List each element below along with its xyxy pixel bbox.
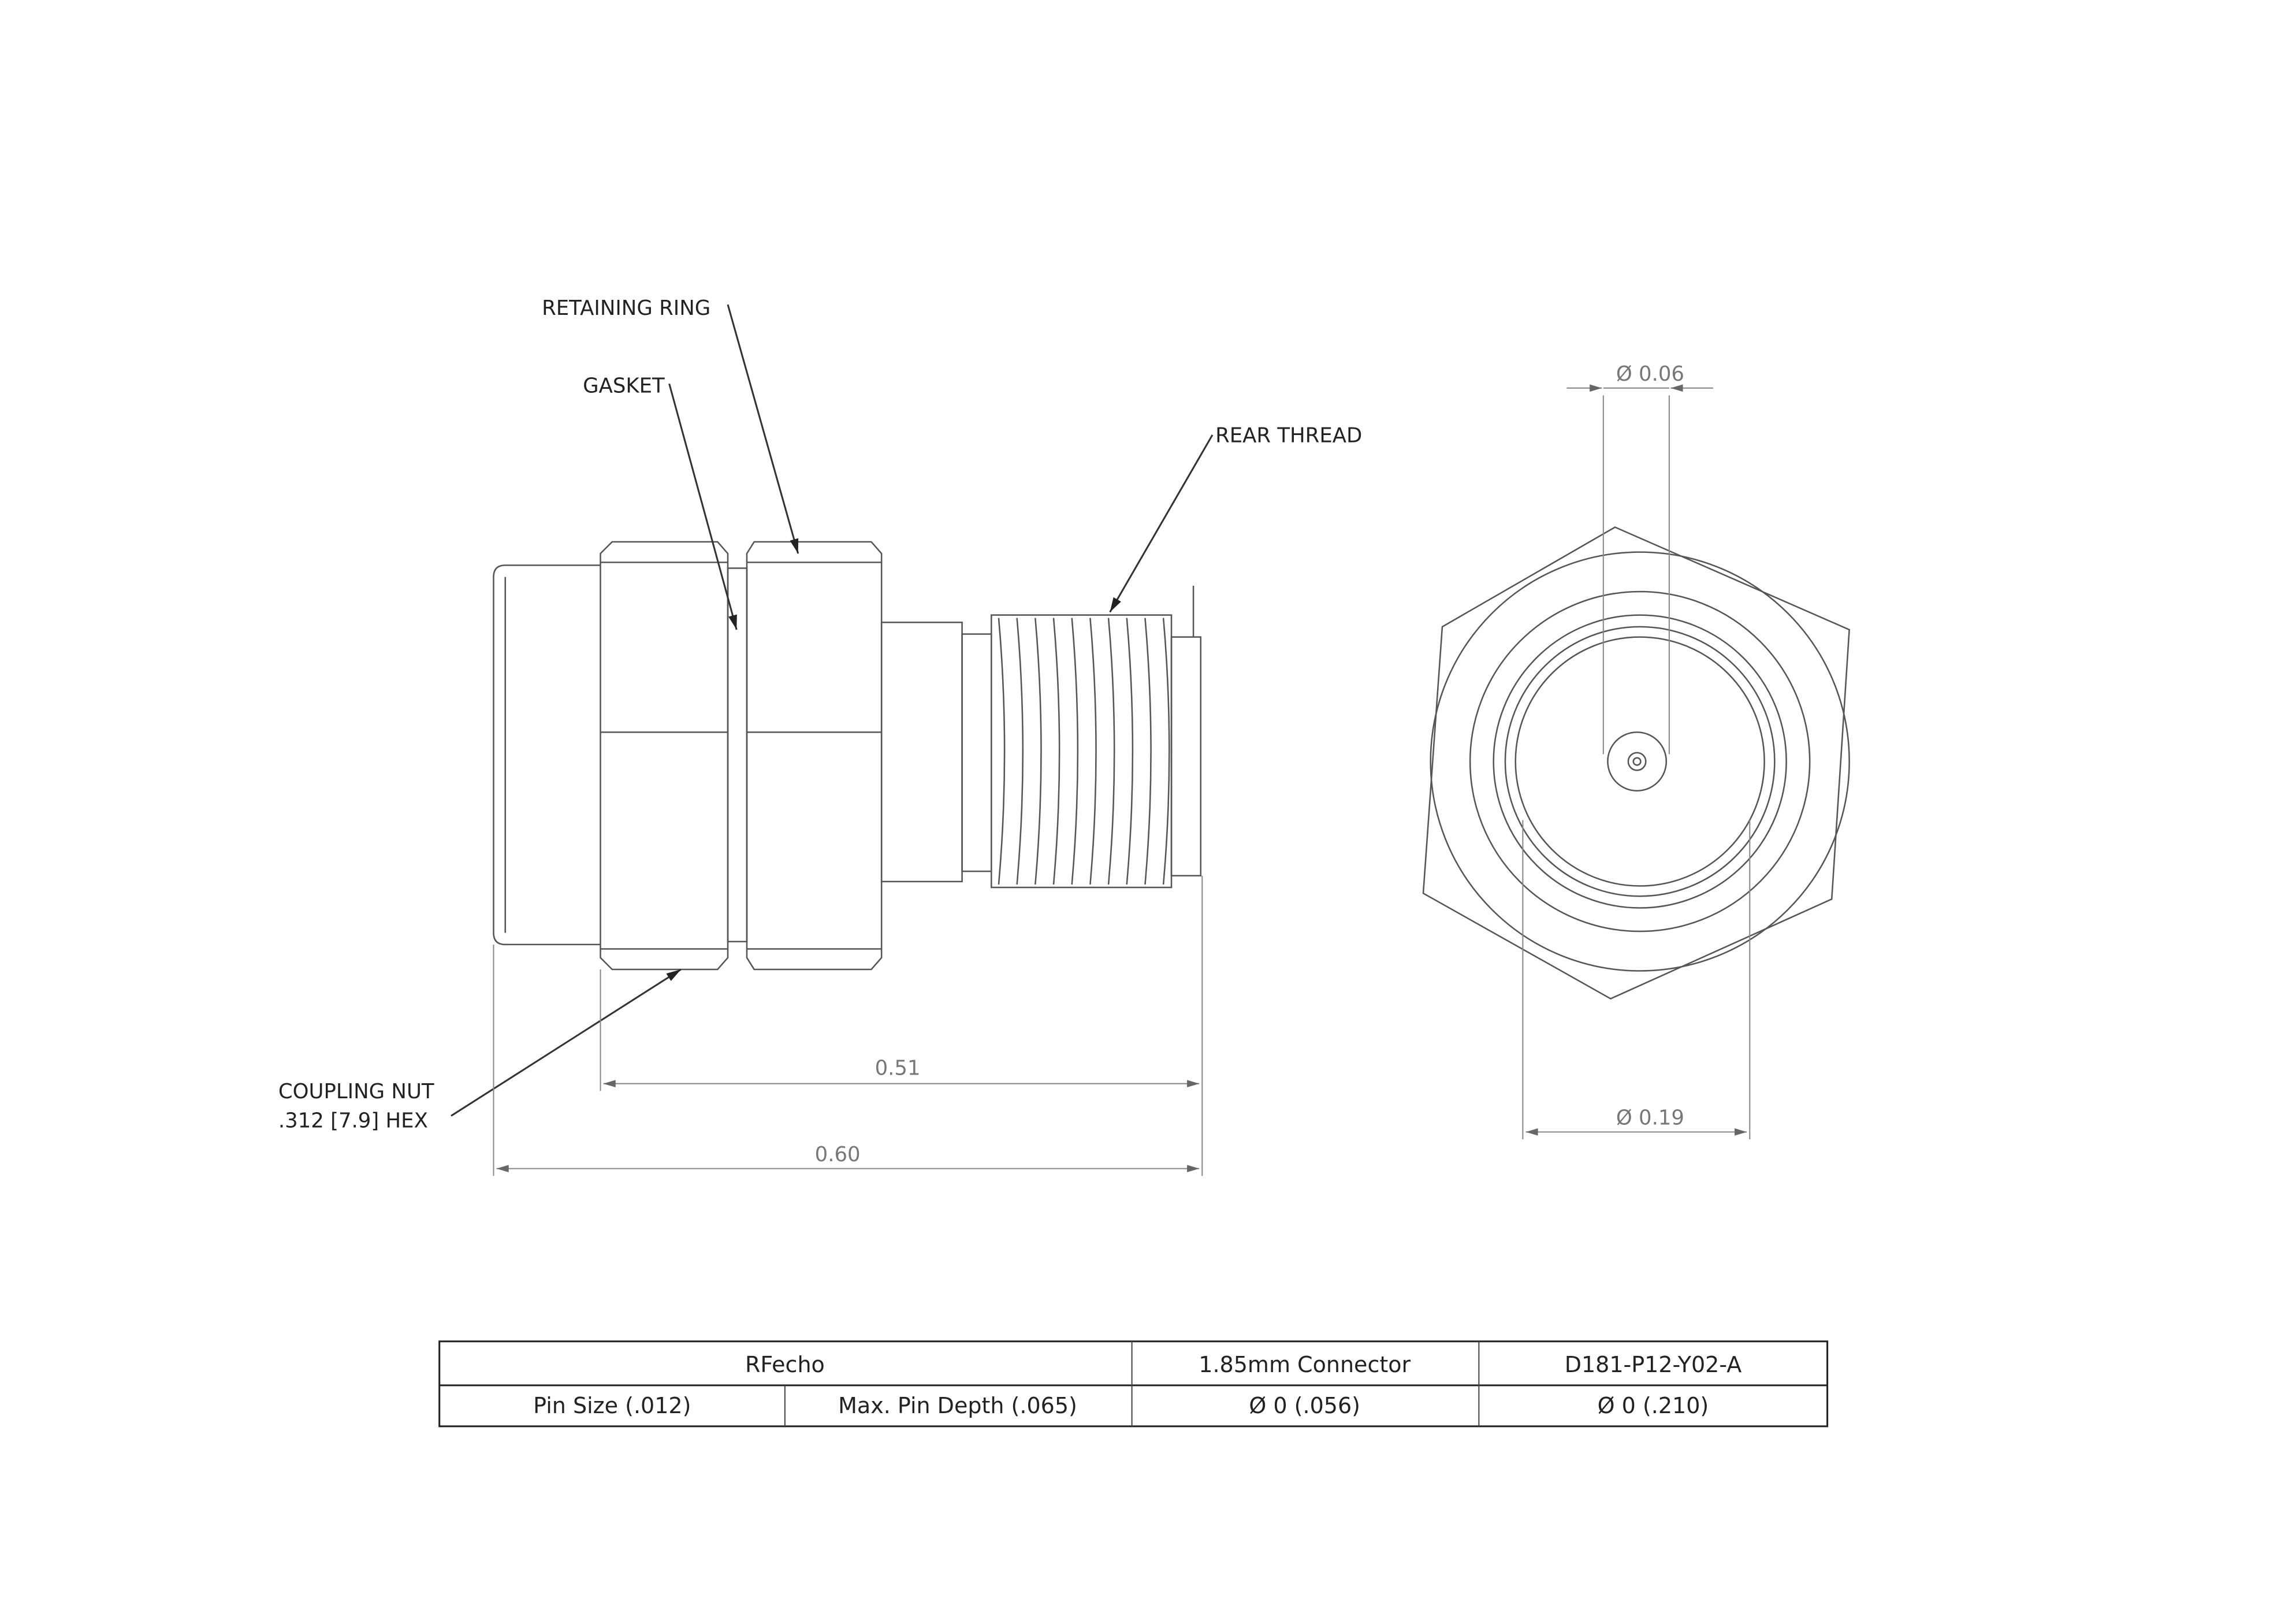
- thread-crest: [1144, 618, 1152, 885]
- label-coupling-nut-hex: .312 [7.9] HEX: [278, 1109, 428, 1133]
- gasket: [727, 567, 748, 943]
- diameter-1: Ø 0 (.056): [1249, 1393, 1360, 1418]
- rear-thread: [991, 614, 1173, 889]
- side-view: [493, 541, 1202, 971]
- thread-crest: [1162, 618, 1170, 885]
- thread-crest: [1089, 618, 1097, 885]
- rear-end: [1170, 585, 1202, 877]
- label-coupling-nut: COUPLING NUT: [278, 1080, 434, 1103]
- dim-0-60: 0.60: [815, 1143, 861, 1166]
- description: 1.85mm Connector: [1199, 1352, 1411, 1377]
- max-pin-depth: Max. Pin Depth (.065): [838, 1393, 1077, 1418]
- diameter-2: Ø 0 (.210): [1598, 1393, 1709, 1418]
- pin-size: Pin Size (.012): [533, 1393, 691, 1418]
- dim-pin-diameter: Ø 0.06: [1616, 362, 1684, 386]
- part-number: D181-P12-Y02-A: [1565, 1352, 1742, 1377]
- thread-crest: [1107, 618, 1115, 885]
- label-retaining-ring: RETAINING RING: [542, 296, 710, 320]
- dim-0-51: 0.51: [875, 1056, 921, 1080]
- thread-crest: [1126, 618, 1134, 885]
- coupling-nut-hex: [600, 541, 729, 971]
- annotations: RETAINING RING GASKET REAR THREAD COUPLI…: [278, 296, 1362, 1133]
- title-block: RFecho 1.85mm Connector D181-P12-Y02-A P…: [438, 1340, 1829, 1428]
- thread-crest: [1016, 618, 1024, 885]
- retaining-ring-hex: [746, 541, 883, 971]
- dim-inner-diameter: Ø 0.19: [1616, 1106, 1684, 1130]
- thread-crest: [998, 618, 1006, 885]
- label-gasket: GASKET: [583, 374, 665, 397]
- side-dimensions: 0.51 0.60: [493, 875, 1203, 1176]
- thread-crest: [1052, 618, 1060, 885]
- company-name: RFecho: [745, 1352, 825, 1377]
- body: [880, 621, 992, 883]
- end-view: [1422, 526, 1850, 1000]
- label-rear-thread: REAR THREAD: [1215, 423, 1362, 447]
- thread-crest: [1071, 618, 1079, 885]
- front-face: [493, 564, 601, 946]
- thread-crest: [1034, 618, 1042, 885]
- end-dimensions: Ø 0.06 Ø 0.19: [1522, 362, 1751, 1140]
